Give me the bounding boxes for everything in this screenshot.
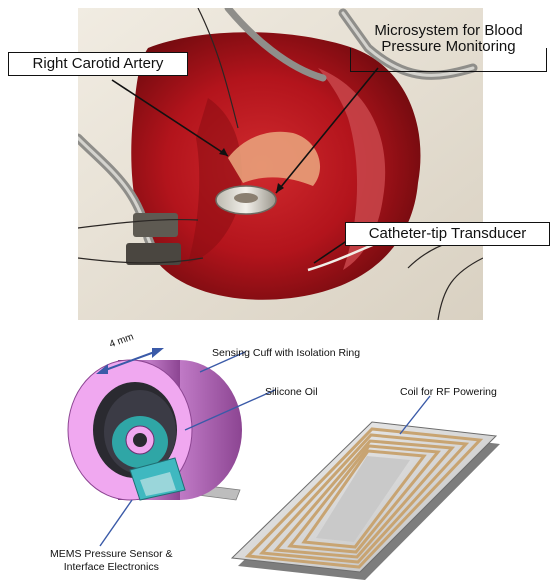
microsystem-callout-box bbox=[350, 48, 547, 72]
catheter-callout-text: Catheter-tip Transducer bbox=[369, 225, 527, 242]
sensing-cuff bbox=[68, 360, 242, 500]
artery-callout-text: Right Carotid Artery bbox=[33, 55, 164, 72]
sensor-leader bbox=[100, 500, 132, 546]
sensor-label-line2: Interface Electronics bbox=[50, 561, 173, 574]
sensor-label-line1: MEMS Pressure Sensor & bbox=[50, 548, 173, 561]
device-schematic bbox=[0, 330, 557, 582]
isolation-ring-hole bbox=[133, 433, 147, 447]
coil-label: Coil for RF Powering bbox=[400, 386, 497, 398]
oil-label: Silicone Oil bbox=[265, 386, 318, 398]
rf-coil-board bbox=[232, 422, 500, 580]
microsystem-callout-line1: Microsystem for Blood bbox=[346, 23, 551, 39]
cuff-label: Sensing Cuff with Isolation Ring bbox=[212, 347, 360, 359]
sensor-label: MEMS Pressure Sensor & Interface Electro… bbox=[50, 548, 173, 573]
device-schematic-graphic bbox=[0, 330, 557, 582]
catheter-callout: Catheter-tip Transducer bbox=[345, 222, 550, 246]
dimension-head-right bbox=[152, 348, 164, 358]
clamp-1 bbox=[133, 213, 178, 237]
microsystem-ring-inner bbox=[234, 193, 258, 203]
artery-callout: Right Carotid Artery bbox=[8, 52, 188, 76]
